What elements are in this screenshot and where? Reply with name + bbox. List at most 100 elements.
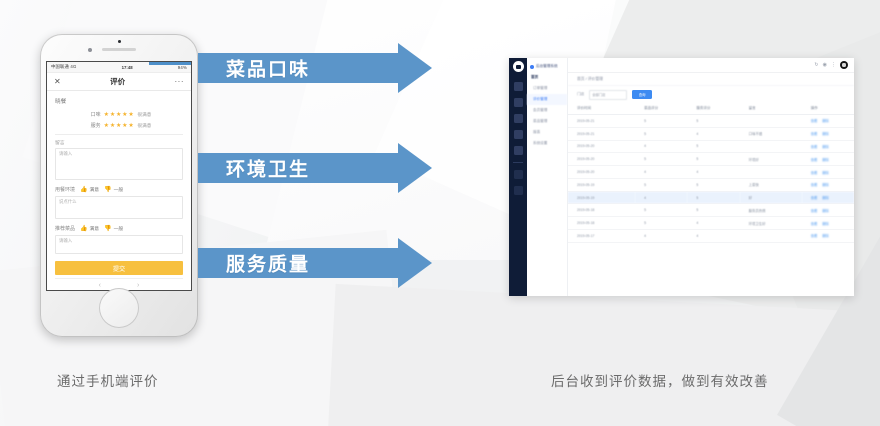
note-input-2[interactable]: 请输入 xyxy=(55,235,183,254)
cell-actions: 查看 删除 xyxy=(801,114,854,128)
search-button[interactable]: 查询 xyxy=(632,90,653,99)
delete-link[interactable]: 删除 xyxy=(822,234,829,239)
col-time[interactable]: 评价时间 xyxy=(568,103,636,115)
cell-service-score: 5 xyxy=(687,178,740,192)
table-row[interactable]: 2019-05-17 4 4 查看 删除 xyxy=(568,229,854,243)
cell-time: 2019-05-18 xyxy=(568,216,636,231)
view-link[interactable]: 查看 xyxy=(810,119,818,124)
rating-row-service[interactable]: 服务 ★★★★★ 很满意 xyxy=(55,122,183,130)
col-comment[interactable]: 留言 xyxy=(739,103,802,115)
delete-link[interactable]: 删除 xyxy=(822,196,829,201)
thumb-down-icon: 👎 xyxy=(104,187,112,193)
table-row[interactable]: 2019-05-21 5 4 口味不错 查看 删除 xyxy=(568,127,854,141)
rating-row-taste[interactable]: 口味 ★★★★★ 很满意 xyxy=(55,111,183,119)
phone-status-bar: 中国联通 4G 17:48 94% xyxy=(47,62,191,73)
view-link[interactable]: 查看 xyxy=(810,234,818,239)
avatar[interactable] xyxy=(840,61,848,69)
next-page-icon[interactable]: › xyxy=(137,282,140,289)
delete-link[interactable]: 删除 xyxy=(822,183,829,188)
stock-icon[interactable] xyxy=(513,146,523,155)
more-icon[interactable]: ⋮ xyxy=(831,62,836,68)
col-dish-score[interactable]: 菜品评分 xyxy=(635,103,688,115)
delete-link[interactable]: 删除 xyxy=(822,119,829,124)
reviews-table: 评价时间 菜品评分 服务评分 留言 操作 2019-05-21 5 5 查看 删… xyxy=(568,103,854,243)
admin-menu-header: 后台管理系统 xyxy=(527,61,567,72)
table-row[interactable]: 2019-05-21 5 5 查看 删除 xyxy=(568,114,854,128)
cell-comment xyxy=(739,165,802,179)
view-link[interactable]: 查看 xyxy=(810,144,818,149)
table-row[interactable]: 2019-05-19 5 5 上菜快 查看 删除 xyxy=(568,178,854,192)
table-row[interactable]: 2019-05-19 4 5 好 查看 删除 xyxy=(568,191,854,205)
table-row[interactable]: 2019-05-20 5 5 环境好 查看 删除 xyxy=(568,152,854,167)
status-time: 17:48 xyxy=(121,64,133,70)
close-icon[interactable]: ✕ xyxy=(54,77,61,86)
cell-actions: 查看 删除 xyxy=(801,127,854,141)
thumb-down-label: 一般 xyxy=(113,227,124,232)
view-link[interactable]: 查看 xyxy=(810,157,818,162)
cell-comment: 环境好 xyxy=(739,152,802,167)
view-link[interactable]: 查看 xyxy=(810,196,818,201)
menu-icon[interactable] xyxy=(513,114,523,123)
order-icon[interactable] xyxy=(513,98,523,107)
settings-icon[interactable] xyxy=(513,186,523,195)
report-icon[interactable] xyxy=(513,130,523,139)
comment-input[interactable]: 请输入 xyxy=(55,148,183,180)
admin-content: ↻ ◉ ⋮ 首页 / 评价管理 门店 全部门店 查询 评价时间 菜品评分 服务评… xyxy=(568,58,854,296)
thumb-up-option[interactable]: 👍 满意 xyxy=(80,186,99,193)
table-row[interactable]: 2019-05-20 4 4 查看 删除 xyxy=(568,165,854,179)
submit-button[interactable]: 提交 xyxy=(55,261,183,275)
sidebar-item-orders[interactable]: 订单管理 xyxy=(533,86,548,90)
arrow-shaft xyxy=(198,153,398,183)
arrow-label: 服务质量 xyxy=(226,254,311,276)
view-link[interactable]: 查看 xyxy=(810,183,818,188)
cell-service-score: 5 xyxy=(687,191,740,205)
table-row[interactable]: 2019-05-20 4 5 查看 删除 xyxy=(568,140,854,154)
sidebar-item-reports[interactable]: 报表 xyxy=(533,130,541,134)
more-icon[interactable]: ··· xyxy=(174,77,184,86)
store-select[interactable]: 全部门店 xyxy=(589,89,628,100)
dashboard-icon[interactable] xyxy=(513,82,523,91)
cell-service-score: 4 xyxy=(687,165,740,179)
table-row[interactable]: 2019-05-18 5 4 环境卫生好 查看 删除 xyxy=(568,216,854,231)
admin-icon-rail xyxy=(509,58,527,296)
delete-link[interactable]: 删除 xyxy=(822,170,829,175)
thumb-down-label: 一般 xyxy=(113,188,124,193)
cell-time: 2019-05-19 xyxy=(568,191,636,205)
delete-link[interactable]: 删除 xyxy=(822,144,829,149)
thumb-down-option[interactable]: 👎 一般 xyxy=(104,225,123,232)
member-icon[interactable] xyxy=(513,170,523,179)
cell-time: 2019-05-19 xyxy=(568,178,636,192)
view-link[interactable]: 查看 xyxy=(810,221,818,226)
sidebar-item-reviews[interactable]: 评价管理 xyxy=(527,94,567,105)
caption-left: 通过手机端评价 xyxy=(57,374,159,389)
shop-name: 晓餐 xyxy=(55,99,67,105)
refresh-icon[interactable]: ↻ xyxy=(814,62,819,68)
view-link[interactable]: 查看 xyxy=(810,208,818,213)
admin-window: 后台管理系统 首页 订单管理 评价管理 会员管理 菜品管理 报表 系统设置 ↻ … xyxy=(509,58,854,296)
sidebar-item-settings[interactable]: 系统设置 xyxy=(533,141,548,145)
thumb-up-option[interactable]: 👍 满意 xyxy=(80,225,99,232)
table-row[interactable]: 2019-05-18 5 5 服务员热情 查看 删除 xyxy=(568,203,854,218)
delete-link[interactable]: 删除 xyxy=(822,132,829,137)
star-rating-icon[interactable]: ★★★★★ xyxy=(103,112,135,118)
thumb-down-option[interactable]: 👎 一般 xyxy=(104,186,123,193)
delete-link[interactable]: 删除 xyxy=(822,221,829,226)
view-link[interactable]: 查看 xyxy=(810,170,818,175)
star-rating-icon[interactable]: ★★★★★ xyxy=(103,123,135,129)
breadcrumb: 首页 / 评价管理 xyxy=(568,73,854,86)
sidebar-item-members[interactable]: 会员管理 xyxy=(533,108,548,112)
logo-icon xyxy=(512,61,524,72)
note-input-1[interactable]: 说点什么 xyxy=(55,196,183,219)
view-link[interactable]: 查看 xyxy=(810,132,818,137)
delete-link[interactable]: 删除 xyxy=(822,157,829,162)
sidebar-item-dishes[interactable]: 菜品管理 xyxy=(533,119,548,123)
cell-dish-score: 4 xyxy=(635,229,688,243)
prev-page-icon[interactable]: ‹ xyxy=(98,282,101,289)
col-service-score[interactable]: 服务评分 xyxy=(687,103,740,115)
delete-link[interactable]: 删除 xyxy=(822,208,829,213)
home-button[interactable] xyxy=(99,288,139,328)
sidebar-item-home[interactable]: 首页 xyxy=(531,75,539,79)
cell-time: 2019-05-21 xyxy=(568,127,636,141)
cell-dish-score: 5 xyxy=(635,127,688,141)
share-icon[interactable]: ◉ xyxy=(822,62,827,68)
